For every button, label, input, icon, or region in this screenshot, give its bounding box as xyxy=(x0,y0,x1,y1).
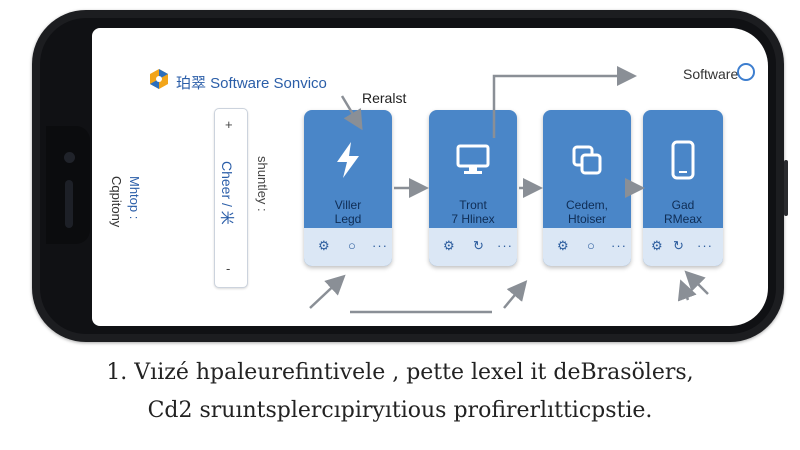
gear-icon[interactable]: ⚙ xyxy=(651,238,663,253)
card-title-line-2: Legd xyxy=(334,212,362,226)
refresh-icon[interactable]: ↻ xyxy=(673,238,684,253)
arrow-callout xyxy=(340,95,363,131)
dots-icon[interactable]: ··· xyxy=(611,238,627,253)
mini-nav-panel[interactable]: + Cheer / 米 - xyxy=(214,108,248,288)
caption-line-2: Cd2 sruıntsplercıpiryıtious profirerlıtt… xyxy=(147,398,653,423)
card-title-line-2: 7 Hlinex xyxy=(451,212,495,226)
arrow-bottom-right-2 xyxy=(677,279,697,302)
app-logo-icon xyxy=(150,69,168,89)
card-footer: ⚙ ↻ ··· xyxy=(429,228,517,266)
camera-icon xyxy=(64,152,75,163)
side-button[interactable] xyxy=(784,160,788,216)
caption-line-1: 1. Vıizé hpaleurefintivele , pette lexel… xyxy=(106,360,694,385)
gear-icon[interactable]: ⚙ xyxy=(557,238,569,253)
callout-label: Reralst xyxy=(362,90,407,106)
gear-icon[interactable]: ⚙ xyxy=(318,238,330,253)
arrow-bottom-left xyxy=(309,274,346,309)
circle-button[interactable] xyxy=(737,63,755,81)
card-title-line-2: Htoiser xyxy=(567,212,606,226)
minus-icon[interactable]: - xyxy=(226,261,231,276)
gear-icon[interactable]: ⚙ xyxy=(443,238,455,253)
dots-icon[interactable]: ··· xyxy=(497,238,513,253)
screen: 珀翠 Software Sonvico Software Reralst Mht… xyxy=(92,28,768,326)
card-footer: ⚙ ↻ ··· xyxy=(643,228,723,266)
arrow-bottom-mid xyxy=(503,280,528,309)
dots-icon[interactable]: ··· xyxy=(697,238,713,253)
refresh-icon[interactable]: ↻ xyxy=(473,238,484,253)
arrow-top-loop xyxy=(492,66,637,138)
flow-arrows xyxy=(309,66,709,314)
copy-icon xyxy=(543,140,631,180)
card-1[interactable]: Viller Legd ⚙ ○ ··· xyxy=(304,110,392,266)
card-footer: ⚙ ○ ··· xyxy=(543,228,631,266)
dots-icon[interactable]: ··· xyxy=(372,238,388,253)
card-title-line-1: Gad xyxy=(671,198,695,212)
card-title-line-1: Viller xyxy=(334,198,362,212)
monitor-icon xyxy=(429,140,517,180)
card-3[interactable]: Cedem, Htoiser ⚙ ○ ··· xyxy=(543,110,631,266)
lightning-icon xyxy=(304,140,392,180)
card-title-line-1: Cedem, xyxy=(565,198,609,212)
arrow-bottom-right-1 xyxy=(684,270,709,295)
phone-icon xyxy=(643,140,723,180)
circle-icon[interactable]: ○ xyxy=(348,238,356,253)
card-2[interactable]: Tront 7 Hlinex ⚙ ↻ ··· xyxy=(429,110,517,266)
card-4[interactable]: Gad RMeax ⚙ ↻ ··· xyxy=(643,110,723,266)
speaker-grille xyxy=(65,180,73,228)
header-software-link[interactable]: Software xyxy=(683,66,739,82)
card-footer: ⚙ ○ ··· xyxy=(304,228,392,266)
card-title-line-2: RMeax xyxy=(663,212,702,226)
app-title: 珀翠 Software Sonvico xyxy=(176,75,327,92)
plus-icon[interactable]: + xyxy=(225,117,233,132)
circle-icon[interactable]: ○ xyxy=(587,238,595,253)
card-title-line-1: Tront xyxy=(459,198,487,212)
phone-frame: 珀翠 Software Sonvico Software Reralst Mht… xyxy=(32,10,788,342)
